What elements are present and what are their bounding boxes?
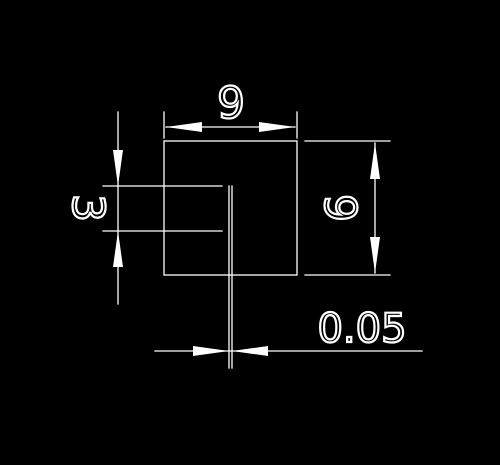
- left-arrow-lower: [113, 231, 123, 267]
- right-height-label: 9: [314, 194, 365, 222]
- bottom-arrow-right: [232, 346, 268, 356]
- bottom-gap-label: 0.05: [317, 306, 406, 352]
- square-outline: [163, 140, 298, 276]
- right-arrow-top: [370, 143, 380, 179]
- top-width-label: 9: [217, 78, 245, 129]
- left-slot-label: 3: [62, 194, 113, 222]
- right-arrow-bottom: [370, 237, 380, 273]
- bottom-arrow-left: [193, 346, 229, 356]
- top-arrow-right: [259, 122, 295, 132]
- top-arrow-left: [166, 122, 202, 132]
- left-arrow-upper: [113, 150, 123, 186]
